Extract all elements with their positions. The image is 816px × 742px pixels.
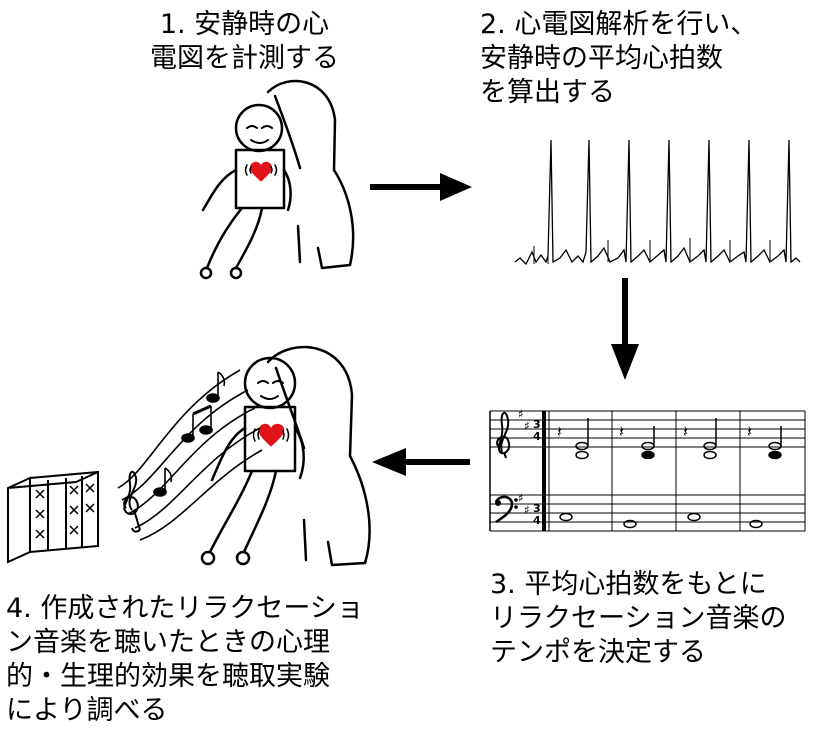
heart-icon-2	[258, 423, 285, 447]
svg-text:𝄽: 𝄽	[557, 422, 562, 441]
svg-text:♯: ♯	[524, 503, 530, 517]
music-score: ♯ ♯ ♯ ♯ 3 4 3 4 𝄽 𝄽 𝄽 𝄽	[489, 407, 806, 532]
step-3-text: 3. 平均心拍数をもとに リラクセーション音楽の テンポを決定する	[490, 569, 787, 668]
svg-text:4: 4	[533, 514, 541, 527]
person-listening-icon	[200, 345, 371, 567]
arrow-head-2	[611, 344, 639, 380]
svg-text:3: 3	[533, 502, 541, 515]
svg-text:4: 4	[533, 430, 541, 443]
bass-clef-icon	[494, 495, 514, 524]
svg-text:𝄽: 𝄽	[747, 422, 752, 441]
chair-icon-2	[266, 345, 371, 567]
svg-text:𝄽: 𝄽	[619, 422, 624, 441]
arrow-head-1	[440, 173, 472, 201]
svg-text:𝄽: 𝄽	[683, 422, 688, 441]
treble-clef-icon	[496, 411, 510, 459]
step-2-text: 2. 心電図解析を行い、 安静時の平均心拍数 を算出する	[480, 9, 758, 108]
treble-clef-icon-2	[123, 470, 141, 533]
music-waves-icon	[117, 369, 263, 541]
svg-text:♯: ♯	[524, 419, 530, 433]
person-resting-icon	[199, 79, 355, 280]
heart-icon	[249, 161, 273, 182]
svg-text:3: 3	[533, 418, 541, 431]
chair-icon	[266, 79, 355, 270]
arrow-head-3	[372, 448, 406, 476]
svg-text:♯: ♯	[518, 407, 524, 421]
ecg-waveform	[514, 139, 801, 266]
svg-text:♯: ♯	[518, 491, 524, 505]
step-1-text: 1. 安静時の心 電図を計測する	[150, 9, 339, 74]
speaker-icon	[7, 470, 99, 564]
step-4-text: 4. 作成されたリラクセーショ ン音楽を聴いたときの心理 的・生理的効果を聴取実…	[6, 593, 364, 726]
